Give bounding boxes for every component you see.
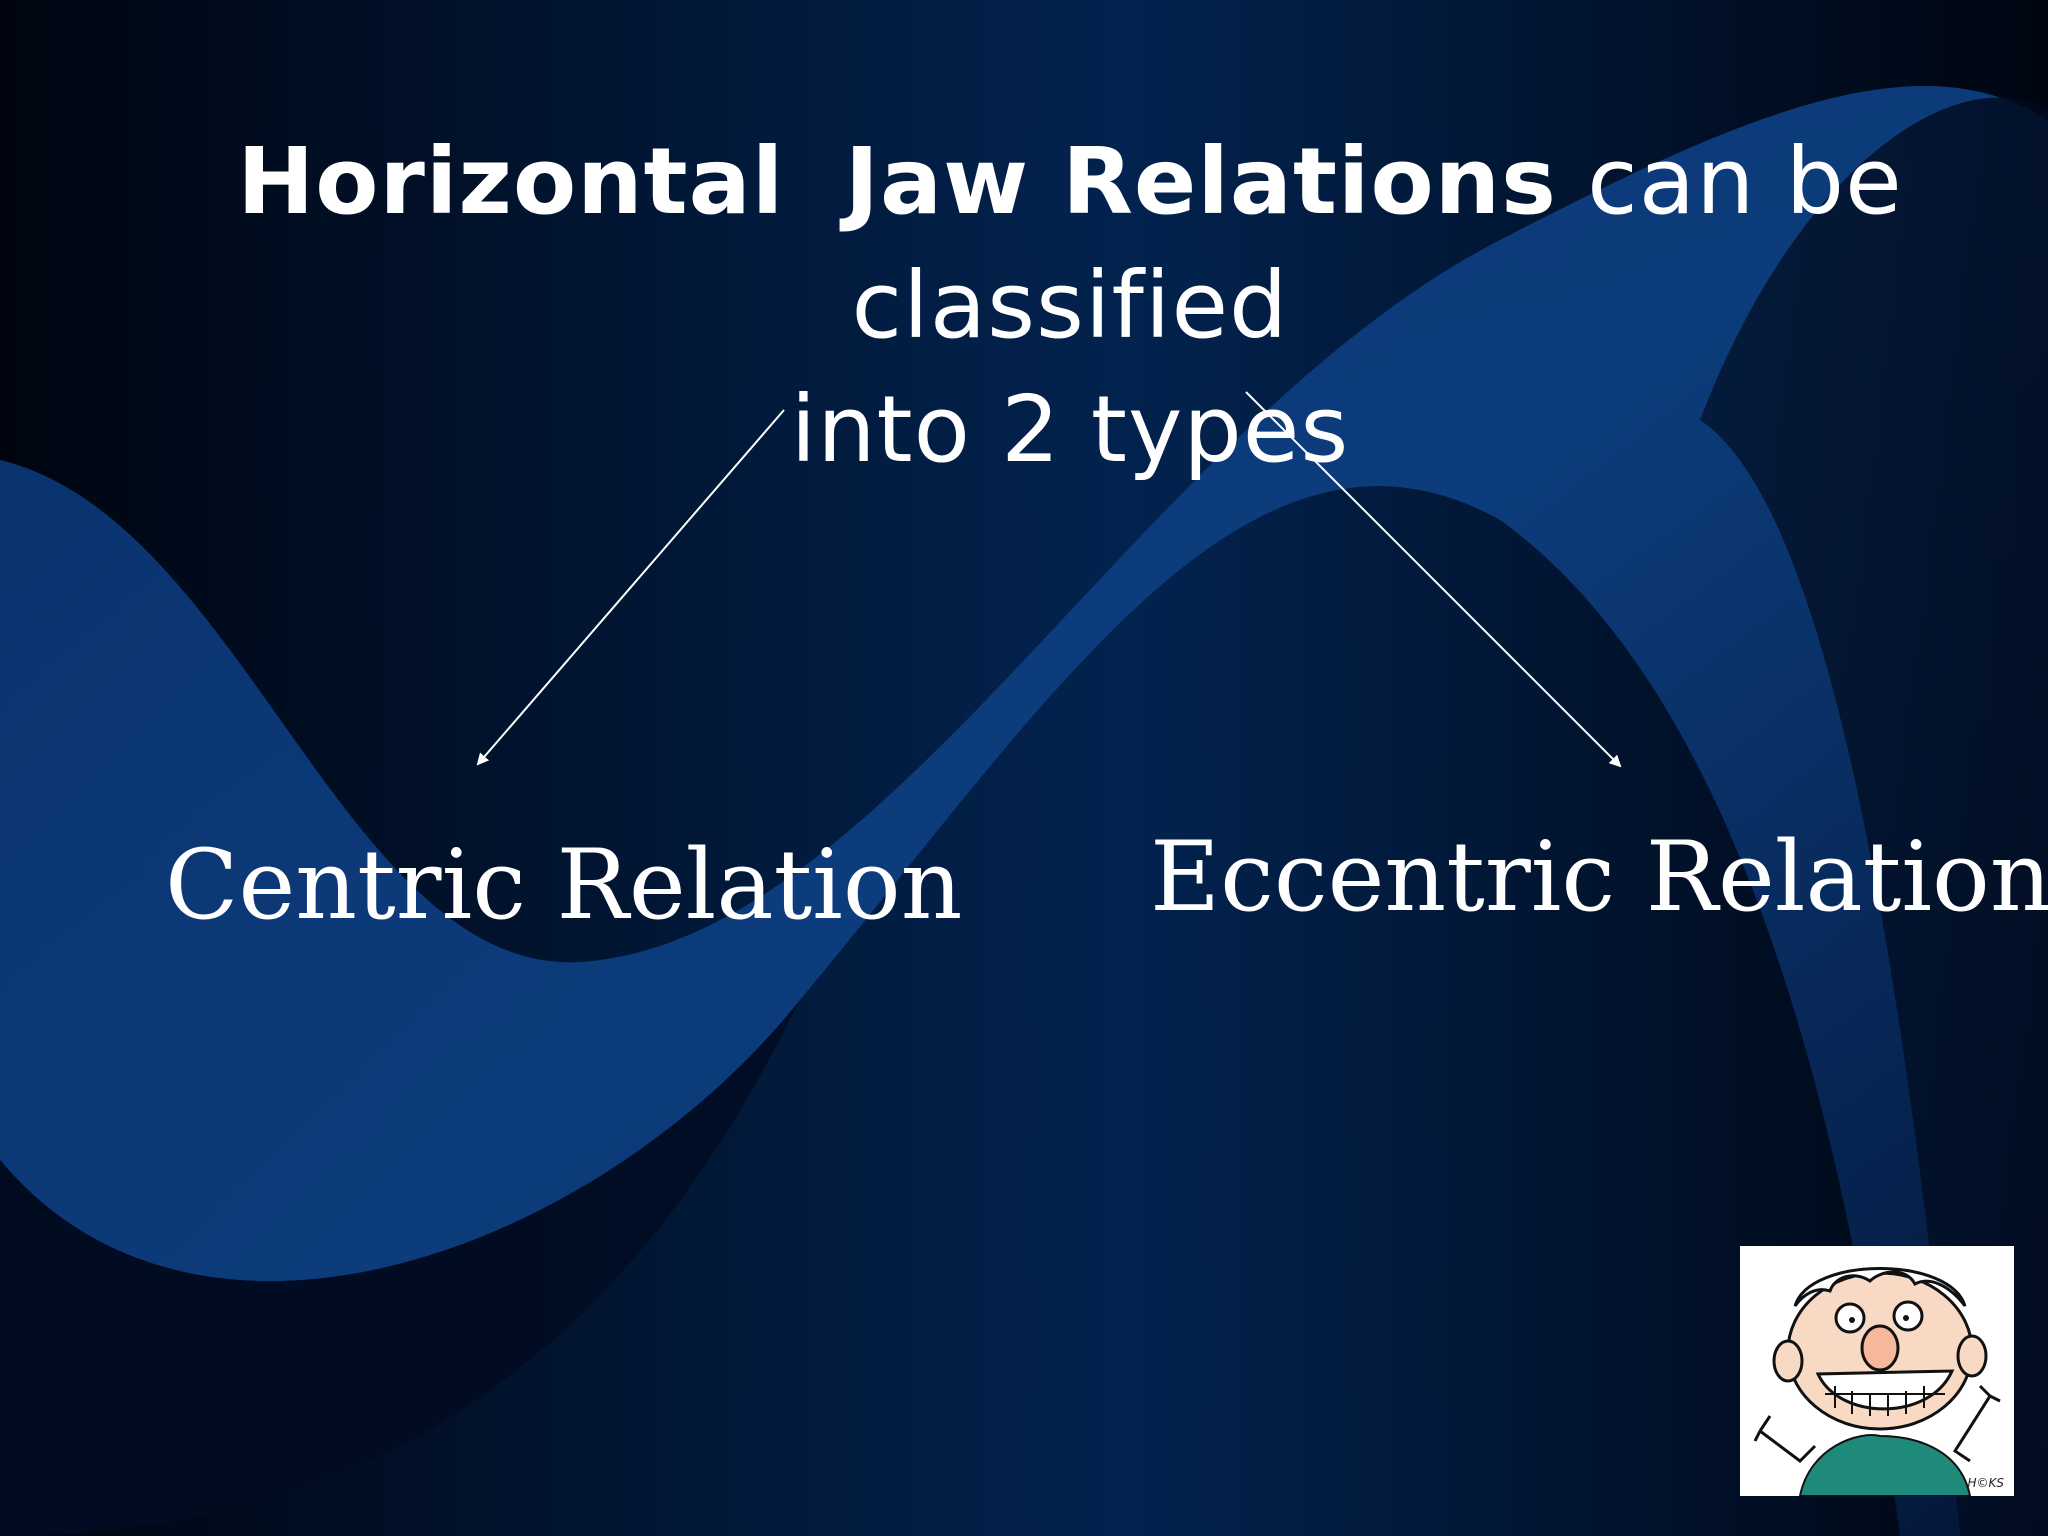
cartoon-signature: H©KS xyxy=(1967,1476,2004,1490)
node-eccentric-relations: Eccentric Relations xyxy=(1150,821,2048,933)
title-bold-horizontal: Horizontal xyxy=(237,128,785,235)
node-centric-relation: Centric Relation xyxy=(165,829,963,941)
title-rest: can be classified xyxy=(851,128,1903,359)
slide-title: Horizontal Jaw Relations can be classifi… xyxy=(100,120,2040,492)
arrow-to-centric-relation xyxy=(476,409,785,766)
smiling-boy-icon xyxy=(1753,1267,2001,1496)
title-line2: into 2 types xyxy=(790,376,1350,483)
arrow-to-eccentric-relations xyxy=(1245,391,1622,768)
title-bold-jaw-relations: Jaw Relations xyxy=(844,128,1557,235)
cartoon-image: H©KS xyxy=(1740,1246,2014,1496)
